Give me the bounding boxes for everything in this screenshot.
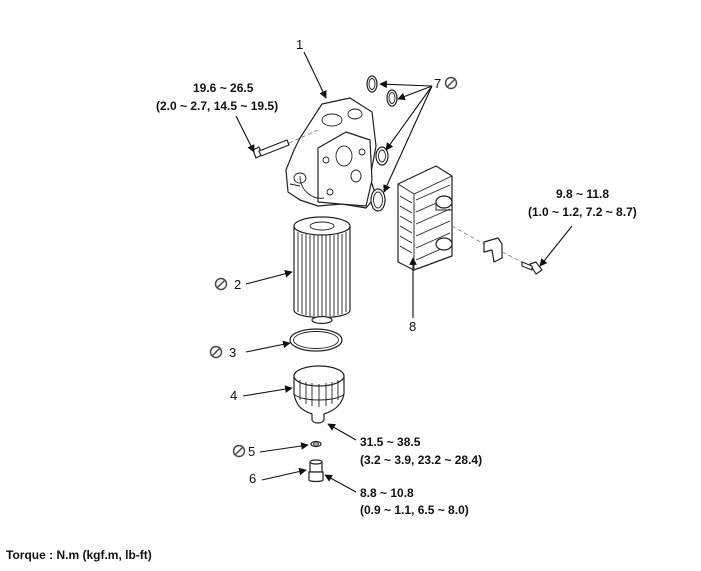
oil-filter-cap xyxy=(293,365,345,424)
leader-lines xyxy=(235,51,573,493)
torque-housing-bolt-alt: (2.0 ~ 2.7, 14.5 ~ 19.5) xyxy=(156,99,278,113)
oil-filter-element xyxy=(293,216,351,325)
housing-bolt-axis xyxy=(288,129,319,144)
filter-cap-o-ring xyxy=(289,328,343,352)
cooler-bolt xyxy=(521,261,543,275)
torque-filter-cap-nm: 31.5 ~ 38.5 xyxy=(360,435,421,449)
torque-drain-plug-nm: 8.8 ~ 10.8 xyxy=(360,486,414,500)
torque-drain-plug-alt: (0.9 ~ 1.1, 6.5 ~ 8.0) xyxy=(360,503,469,517)
callout-8: 8 xyxy=(409,319,416,334)
drain-plug-o-ring xyxy=(310,440,322,448)
no-reuse-icon xyxy=(214,277,228,291)
cooler-bolt-axis xyxy=(451,225,531,267)
torque-housing-bolt-nm: 19.6 ~ 26.5 xyxy=(193,81,254,95)
torque-cooler-bolt-alt: (1.0 ~ 1.2, 7.2 ~ 8.7) xyxy=(528,205,637,219)
callout-6: 6 xyxy=(249,471,256,486)
no-reuse-icon xyxy=(209,345,223,359)
callout-7: 7 xyxy=(434,76,441,91)
no-reuse-icon xyxy=(232,444,246,458)
torque-cooler-bolt-nm: 9.8 ~ 11.8 xyxy=(556,187,609,201)
o-rings xyxy=(366,75,398,212)
no-reuse-icon xyxy=(444,76,458,90)
drain-plug xyxy=(308,459,324,483)
oil-cooler xyxy=(397,165,453,271)
callout-5: 5 xyxy=(248,444,255,459)
oil-filter-housing xyxy=(285,97,377,209)
cooler-bracket xyxy=(483,237,503,263)
callout-3: 3 xyxy=(229,345,236,360)
torque-filter-cap-alt: (3.2 ~ 3.9, 23.2 ~ 28.4) xyxy=(360,453,482,467)
callout-2: 2 xyxy=(234,277,241,292)
housing-bolt xyxy=(252,139,290,159)
callout-1: 1 xyxy=(296,37,303,52)
torque-unit-note: Torque : N.m (kgf.m, lb-ft) xyxy=(6,548,152,562)
callout-4: 4 xyxy=(230,388,237,403)
